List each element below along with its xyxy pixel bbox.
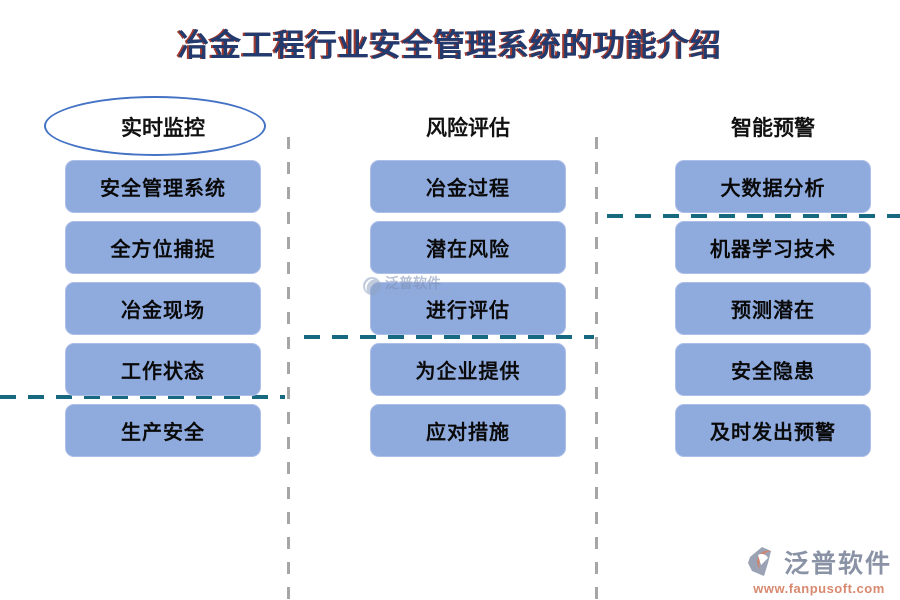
column-header-realtime-monitoring: 实时监控 xyxy=(121,116,205,140)
column-header-intelligent-warning: 智能预警 xyxy=(731,116,815,140)
feature-box: 工作状态 xyxy=(65,343,261,396)
feature-box: 机器学习技术 xyxy=(675,221,871,274)
column-header-risk-assessment: 风险评估 xyxy=(426,116,510,140)
feature-box-label: 潜在风险 xyxy=(426,239,510,261)
realtime-header-ellipse xyxy=(44,96,266,156)
feature-box-label: 应对措施 xyxy=(426,422,510,444)
feature-box: 冶金过程 xyxy=(370,160,566,213)
feature-box-label: 全方位捕捉 xyxy=(110,239,216,261)
feature-box: 潜在风险 xyxy=(370,221,566,274)
feature-box: 为企业提供 xyxy=(370,343,566,396)
column-divider-right xyxy=(595,137,598,600)
teal-dashed-line-left xyxy=(0,395,285,399)
teal-dashed-line-right xyxy=(607,214,900,218)
feature-box: 安全管理系统 xyxy=(65,160,261,213)
feature-box-label: 冶金过程 xyxy=(426,178,510,200)
feature-box: 及时发出预警 xyxy=(675,404,871,457)
feature-box-label: 安全隐患 xyxy=(731,361,815,383)
feature-box-label: 冶金现场 xyxy=(121,300,205,322)
column-divider-left xyxy=(287,137,290,600)
feature-box-label: 生产安全 xyxy=(121,422,205,444)
feature-box-label: 为企业提供 xyxy=(415,361,521,383)
feature-box-label: 大数据分析 xyxy=(720,178,826,200)
feature-box-label: 预测潜在 xyxy=(731,300,815,322)
teal-dashed-line-middle xyxy=(304,335,594,339)
page-title: 冶金工程行业安全管理系统的功能介绍 xyxy=(178,28,722,63)
feature-box: 冶金现场 xyxy=(65,282,261,335)
fanpu-logo-icon xyxy=(748,547,771,576)
feature-box-label: 工作状态 xyxy=(121,361,205,383)
feature-box: 安全隐患 xyxy=(675,343,871,396)
feature-box: 全方位捕捉 xyxy=(65,221,261,274)
feature-box: 进行评估 xyxy=(370,282,566,335)
footer-brand-block: 泛普软件 www.fanpusoft.com xyxy=(744,544,894,596)
feature-box-label: 安全管理系统 xyxy=(100,178,226,200)
feature-box: 预测潜在 xyxy=(675,282,871,335)
footer-website-url: www.fanpusoft.com xyxy=(753,581,885,596)
feature-box-label: 机器学习技术 xyxy=(710,239,836,261)
feature-box-label: 及时发出预警 xyxy=(710,422,836,444)
feature-box: 大数据分析 xyxy=(675,160,871,213)
footer-brand-name: 泛普软件 xyxy=(784,551,893,578)
feature-box: 生产安全 xyxy=(65,404,261,457)
feature-box: 应对措施 xyxy=(370,404,566,457)
feature-box-label: 进行评估 xyxy=(426,300,510,322)
